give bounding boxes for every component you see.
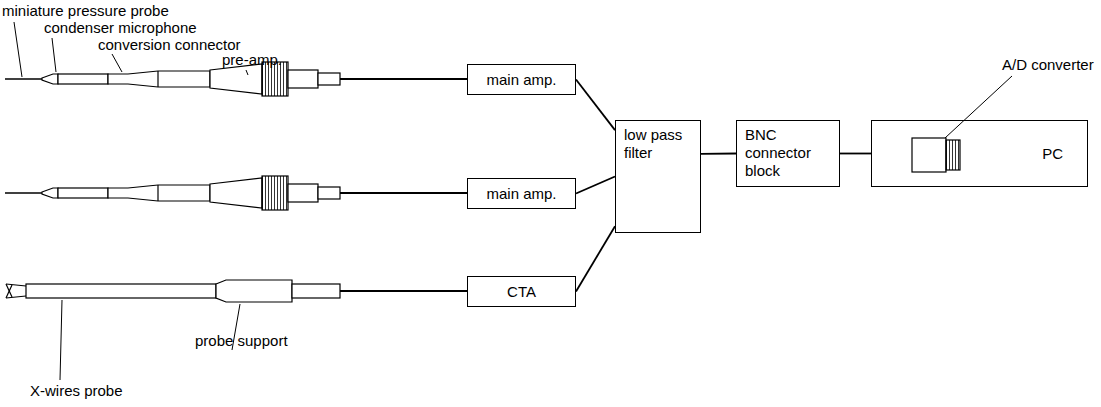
part-label: pre-amp. <box>222 51 282 69</box>
signal-wire <box>576 177 615 194</box>
amplifier-box: main amp. <box>467 178 576 209</box>
box-label: BNC connector block <box>745 126 831 180</box>
box-label: main amp. <box>486 185 556 203</box>
part-label: miniature pressure probe <box>2 2 169 20</box>
part-label: conversion connector <box>98 36 241 54</box>
signal-wire <box>576 80 615 131</box>
signal-wire <box>576 226 615 291</box>
cta-box: CTA <box>467 276 576 307</box>
part-label: A/D converter <box>1002 56 1094 74</box>
signal-wire <box>701 153 736 155</box>
box-label: main amp. <box>486 71 556 89</box>
ad-converter-card <box>912 138 960 172</box>
filter-box: low pass filter <box>615 120 701 233</box>
pc-box: PC <box>871 120 1088 187</box>
part-label: X-wires probe <box>30 382 123 400</box>
box-label: CTA <box>507 283 536 301</box>
amplifier-box: main amp. <box>467 64 576 95</box>
leader-lines <box>14 22 1012 380</box>
part-label: condenser microphone <box>44 19 197 37</box>
part-label: probe support <box>195 332 288 350</box>
box-label: low pass filter <box>624 126 692 162</box>
box-label: PC <box>1042 145 1063 163</box>
pressure-probe <box>5 176 467 210</box>
signal-wire <box>840 153 871 155</box>
connector-block-box: BNC connector block <box>736 120 840 187</box>
x-wire-probe <box>6 280 467 302</box>
